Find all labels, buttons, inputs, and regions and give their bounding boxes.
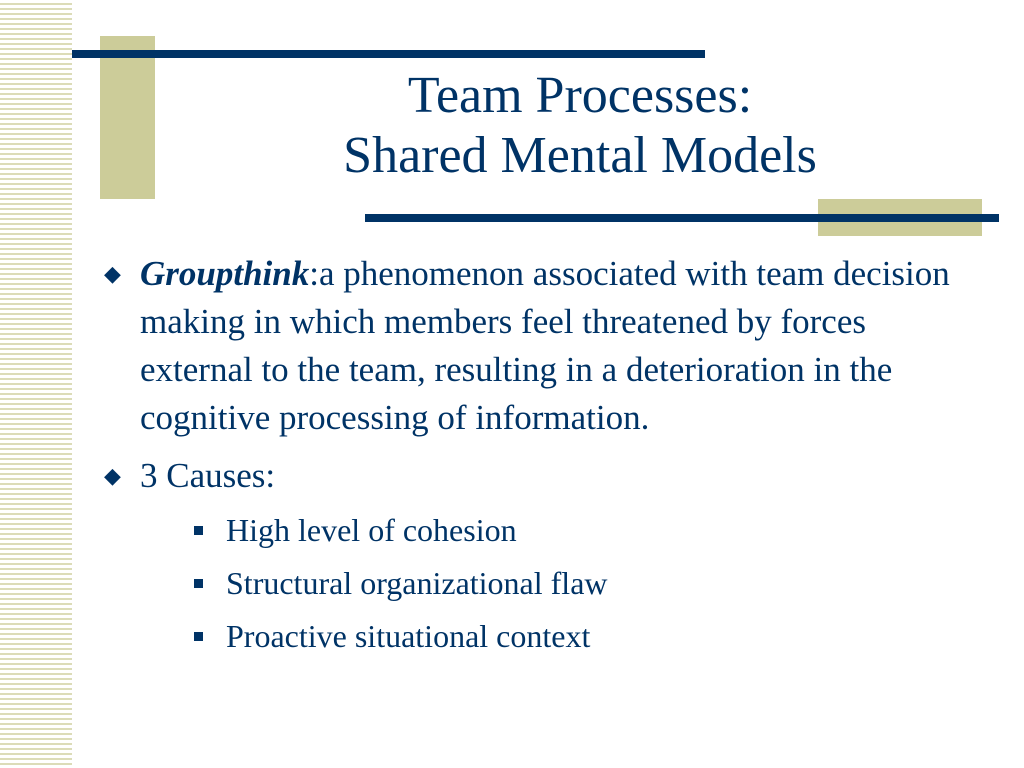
- list-item: Proactive situational context: [184, 610, 980, 663]
- cause-text: Proactive situational context: [226, 618, 591, 654]
- list-item: High level of cohesion: [184, 504, 980, 557]
- slide-title: Team Processes: Shared Mental Models: [170, 66, 990, 186]
- diamond-bullet-icon: ◆: [104, 261, 121, 286]
- slide-title-line-2: Shared Mental Models: [343, 127, 817, 184]
- square-bullet-icon: [194, 526, 203, 535]
- slide-content: ◆ Groupthink:a phenomenon associated wit…: [100, 250, 980, 673]
- list-item: Structural organizational flaw: [184, 557, 980, 610]
- title-rule-bottom: [365, 214, 999, 222]
- groupthink-term: Groupthink: [140, 254, 310, 293]
- bullet-groupthink: ◆ Groupthink:a phenomenon associated wit…: [100, 250, 980, 442]
- diamond-bullet-icon: ◆: [104, 463, 121, 488]
- title-rule-top: [72, 50, 705, 58]
- left-stripe-decoration: [0, 0, 72, 768]
- square-bullet-icon: [194, 632, 203, 641]
- accent-block-top: [100, 36, 155, 199]
- causes-label: 3 Causes:: [140, 456, 276, 495]
- cause-text: High level of cohesion: [226, 512, 517, 548]
- slide-title-line-1: Team Processes:: [407, 67, 753, 124]
- groupthink-definition: :a phenomenon associated with team decis…: [140, 254, 950, 437]
- cause-text: Structural organizational flaw: [226, 565, 608, 601]
- bullet-causes: ◆ 3 Causes: High level of cohesion Struc…: [100, 452, 980, 663]
- causes-list: High level of cohesion Structural organi…: [184, 504, 980, 663]
- square-bullet-icon: [194, 579, 203, 588]
